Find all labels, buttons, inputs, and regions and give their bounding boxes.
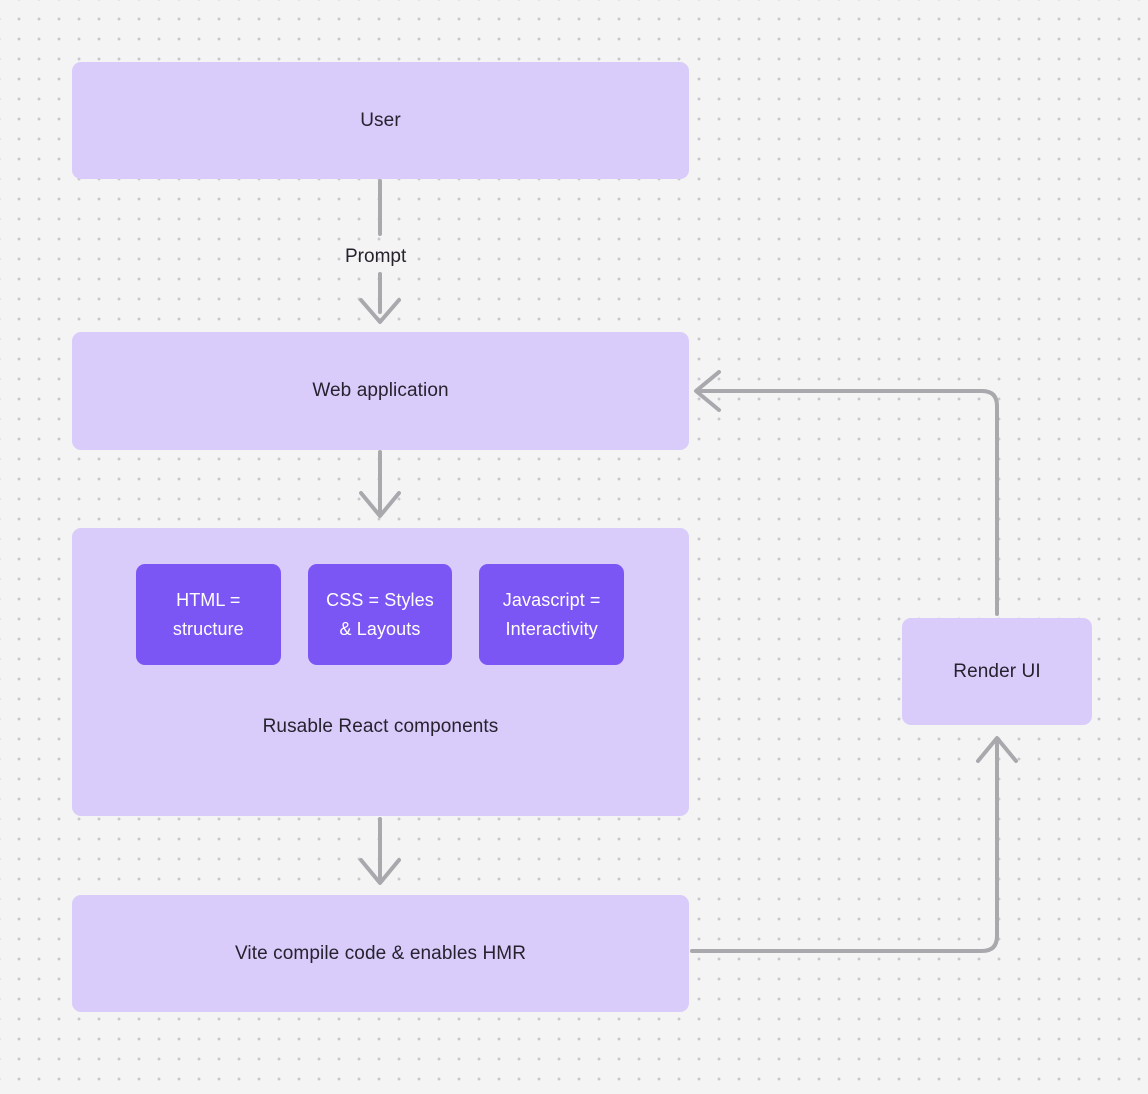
- arrowhead-down: [359, 298, 401, 324]
- chip-javascript-label: Javascript = Interactivity: [503, 586, 601, 644]
- node-render-ui[interactable]: Render UI: [902, 618, 1092, 725]
- arrowhead-down: [359, 491, 401, 518]
- node-react-components-label: Rusable React components: [262, 716, 499, 737]
- node-vite[interactable]: Vite compile code & enables HMR: [72, 895, 689, 1012]
- chip-html-label: HTML = structure: [173, 586, 244, 644]
- arrowhead-up: [976, 736, 1018, 763]
- chip-javascript[interactable]: Javascript = Interactivity: [479, 564, 625, 665]
- chip-css-label: CSS = Styles & Layouts: [326, 586, 434, 644]
- chip-html-line1: HTML =: [176, 589, 241, 610]
- edge-render-to-webapp: [694, 370, 999, 616]
- chip-css[interactable]: CSS = Styles & Layouts: [307, 564, 453, 665]
- edge-label-prompt: Prompt: [345, 246, 407, 267]
- chip-html[interactable]: HTML = structure: [136, 564, 281, 665]
- chip-html-line2: structure: [172, 618, 244, 639]
- chip-javascript-line2: Interactivity: [505, 618, 598, 639]
- edge-webapp-to-components: [359, 450, 401, 518]
- arrowhead-left: [694, 370, 721, 412]
- edge-path: [698, 389, 999, 616]
- edge-vite-to-render: [690, 736, 1018, 953]
- node-react-components[interactable]: HTML = structure CSS = Styles & Layouts …: [72, 528, 689, 816]
- edge-path: [690, 740, 999, 953]
- node-web-application[interactable]: Web application: [72, 332, 689, 450]
- node-web-application-label: Web application: [312, 380, 449, 401]
- node-render-ui-label: Render UI: [953, 660, 1041, 682]
- chip-css-line1: CSS = Styles: [326, 589, 434, 610]
- node-vite-label: Vite compile code & enables HMR: [234, 942, 527, 964]
- edge-components-to-vite: [359, 817, 401, 885]
- node-user[interactable]: User: [72, 62, 689, 179]
- chip-row: HTML = structure CSS = Styles & Layouts …: [136, 564, 625, 665]
- node-user-label: User: [360, 109, 401, 131]
- arrowhead-down: [359, 858, 401, 885]
- chip-javascript-line1: Javascript =: [502, 589, 601, 610]
- chip-css-line2: & Layouts: [339, 618, 421, 639]
